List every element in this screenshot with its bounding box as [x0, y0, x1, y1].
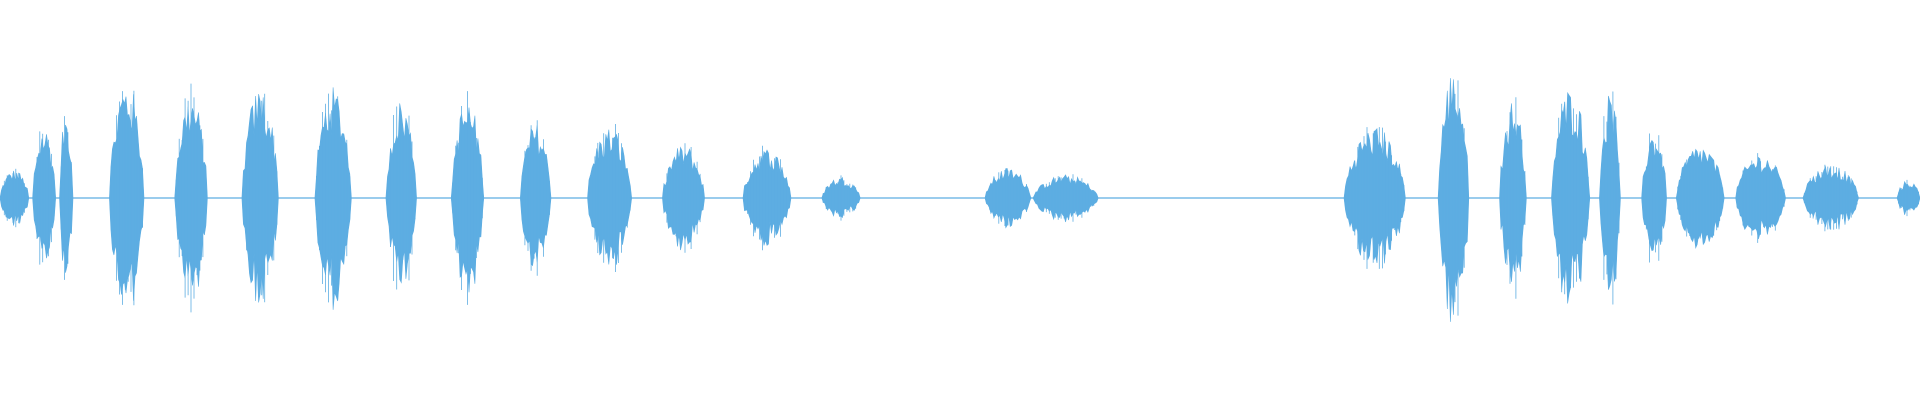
waveform-burst-7 — [314, 87, 352, 310]
waveform-burst-2 — [32, 134, 57, 259]
waveform-burst-23 — [1675, 148, 1725, 250]
waveform-burst-13 — [742, 149, 792, 246]
waveform-burst-16 — [1032, 174, 1099, 223]
waveform-burst-17 — [1343, 127, 1406, 264]
waveform-burst-3 — [59, 124, 74, 273]
waveform-bursts — [0, 78, 1920, 322]
waveform-burst-26 — [1896, 180, 1920, 215]
waveform-burst-12 — [662, 146, 705, 251]
waveform-burst-22 — [1641, 139, 1667, 252]
waveform-burst-4 — [109, 94, 145, 301]
waveform-burst-6 — [241, 94, 279, 303]
